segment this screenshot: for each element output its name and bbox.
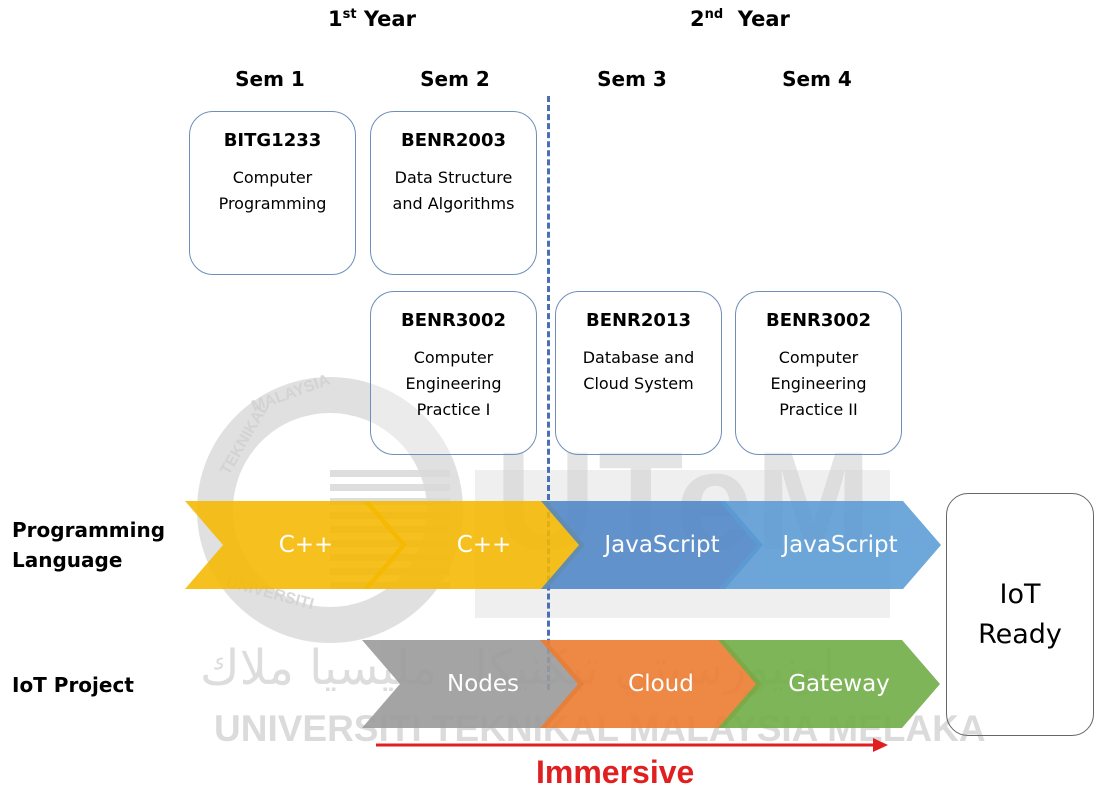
year-divider-line (547, 96, 550, 690)
course-code: BENR2003 (400, 130, 507, 151)
semester-4-header: Sem 4 (782, 67, 852, 91)
year-1-sup: st (342, 7, 357, 22)
programming-chevron-label: JavaScript (782, 532, 898, 558)
programming-chevron-label: C++ (278, 532, 334, 558)
course-box-benr3002-i: BENR3002 Computer Engineering Practice I (370, 291, 537, 455)
programming-chevron-label: JavaScript (604, 532, 720, 558)
year-2-number: 2 (690, 7, 705, 31)
year-2-suffix: Year (723, 7, 790, 31)
year-2-sup: nd (704, 7, 724, 22)
immersive-label: Immersive (536, 754, 695, 790)
iot-chevron-label: Gateway (788, 671, 890, 697)
course-box-benr3002-ii: BENR3002 Computer Engineering Practice I… (735, 291, 902, 455)
course-name: Computer Engineering Practice I (405, 348, 502, 419)
year-1-header: 1st Year (328, 7, 416, 31)
course-box-benr2013: BENR2013 Database and Cloud System (555, 291, 722, 455)
year-1-suffix: Year (356, 7, 416, 31)
semester-1-header: Sem 1 (235, 67, 305, 91)
year-2-header: 2nd Year (690, 7, 790, 31)
semester-3-header: Sem 3 (597, 67, 667, 91)
year-1-number: 1 (328, 7, 343, 31)
iot-chevron-label: Cloud (628, 671, 694, 697)
iot-chevron-label: Nodes (446, 671, 519, 697)
course-code: BENR2013 (585, 310, 692, 331)
course-name: Computer Programming (218, 168, 327, 213)
course-box-benr2003: BENR2003 Data Structure and Algorithms (370, 111, 537, 275)
course-name: Database and Cloud System (582, 348, 695, 393)
semester-2-header: Sem 2 (420, 67, 490, 91)
row-label-programming: Programming Language (12, 518, 166, 572)
course-name: Computer Engineering Practice II (770, 348, 867, 419)
course-name: Data Structure and Algorithms (392, 168, 515, 213)
programming-chevron-label: C++ (456, 532, 512, 558)
course-code: BITG1233 (223, 130, 322, 151)
row-label-iot: IoT Project (12, 673, 134, 697)
course-box-bitg1233: BITG1233 Computer Programming (189, 111, 356, 275)
immersive-arrow (376, 738, 888, 752)
course-code: BENR3002 (765, 310, 872, 331)
iot-ready-box: IoT Ready (946, 493, 1094, 736)
course-code: BENR3002 (400, 310, 507, 331)
